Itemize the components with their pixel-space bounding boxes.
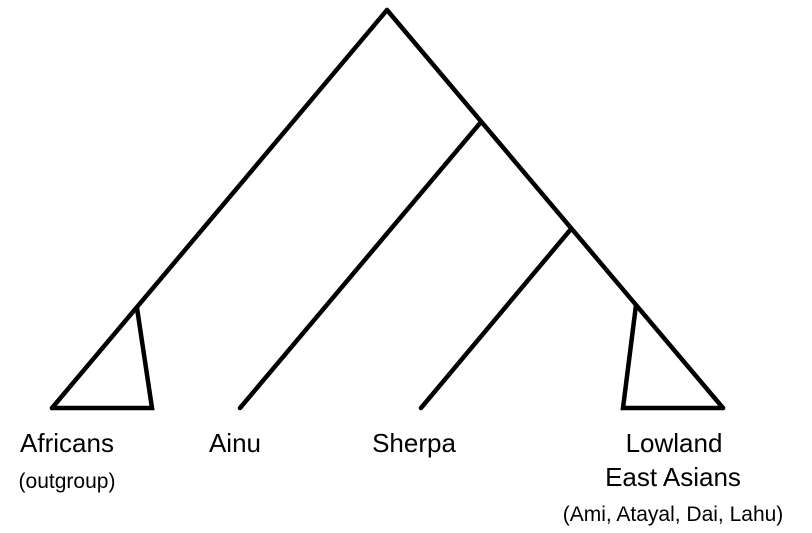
taxon-name-sherpa: Sherpa <box>372 428 456 458</box>
taxon-sherpa: Sherpa <box>372 428 456 458</box>
taxon-name-africans: Africans <box>20 428 114 458</box>
taxon-subtitle-africans: (outgroup) <box>19 470 116 493</box>
taxon-africans: Africans (outgroup) <box>19 428 116 493</box>
taxon-name-east-asians: East Asians <box>605 462 741 492</box>
taxon-lowland-east-asians: Lowland East Asians (Ami, Atayal, Dai, L… <box>563 428 784 526</box>
clade-triangle-africans <box>49 305 155 411</box>
taxon-name-lowland: Lowland <box>626 428 723 458</box>
branch-ainu <box>237 119 484 411</box>
branch-root-left <box>49 7 390 411</box>
branch-root-right <box>384 7 726 411</box>
taxon-name-ainu: Ainu <box>209 428 261 458</box>
taxon-ainu: Ainu <box>209 428 261 458</box>
branch-sherpa <box>418 226 574 411</box>
taxon-subtitle-lowland-east-asians: (Ami, Atayal, Dai, Lahu) <box>563 503 784 526</box>
clade-triangle-lowland-east-asians <box>620 302 726 411</box>
